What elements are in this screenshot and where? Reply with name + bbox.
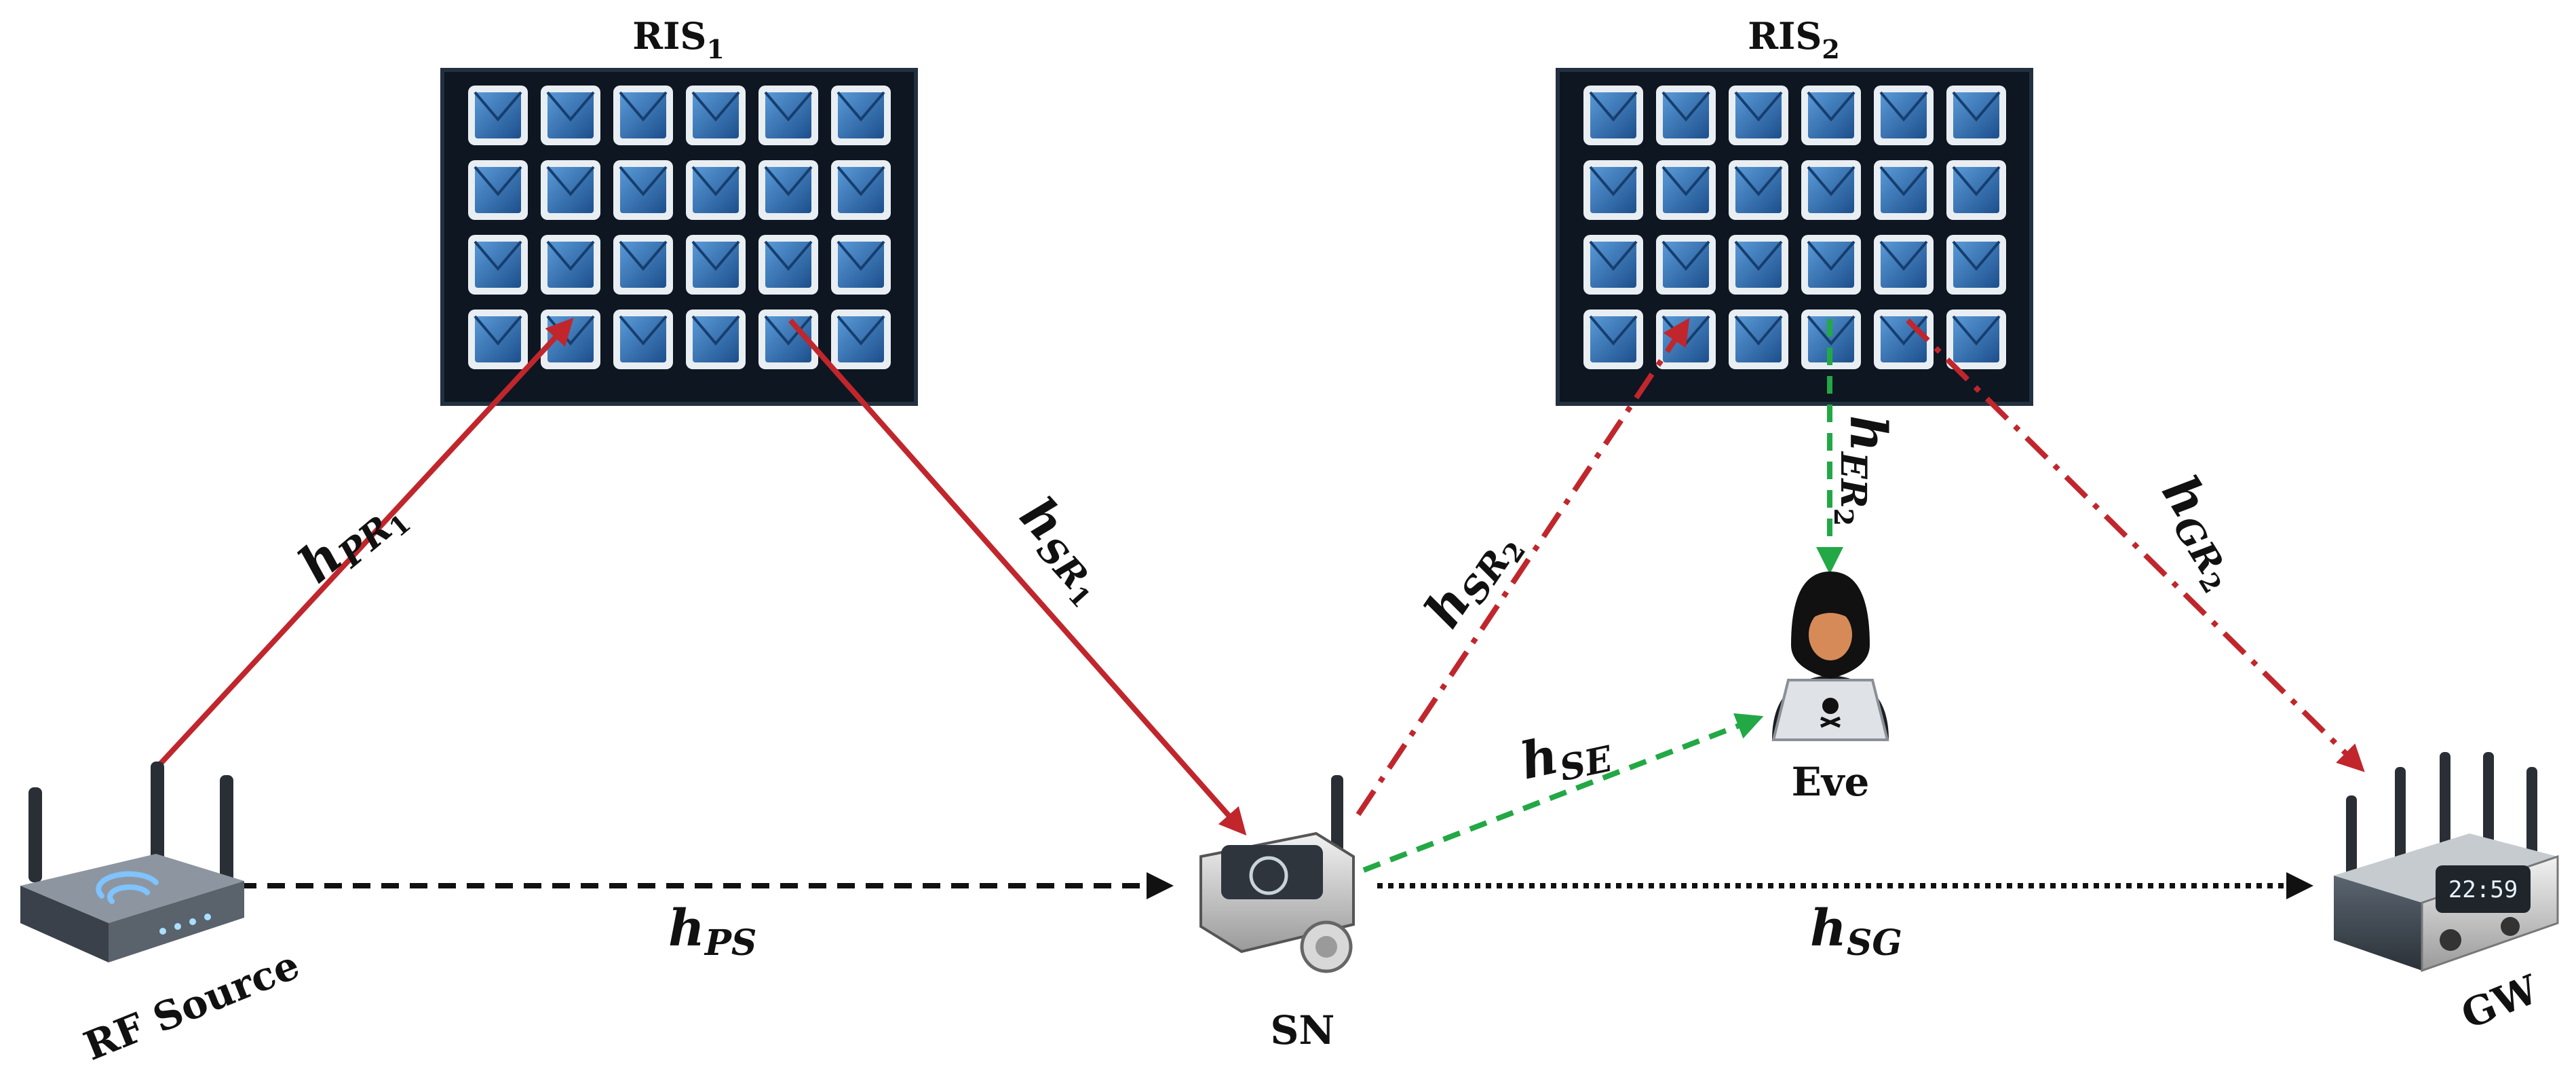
link-h-sr2 [1356,318,1690,817]
ris1-element [831,235,891,295]
ris2-element [1946,309,2006,369]
ris2-element [1801,160,1861,220]
ris2-element [1656,86,1716,145]
ris1-element [613,160,673,220]
ris1-element [686,309,746,369]
ris1-element [468,160,528,220]
gateway-display-time: 22:59 [2448,876,2518,903]
link-h-gr2 [1906,318,2365,772]
link-h-se [1362,713,1764,873]
ris1-element [758,86,818,145]
ris1-element [541,235,600,295]
label-h-gr2: hGR2 [2142,466,2261,599]
ris2-element [1946,160,2006,220]
ris1-element [468,86,528,145]
ris2-element [1874,235,1934,295]
link-h-pr1 [155,318,574,769]
ris2-element [1801,309,1861,369]
eve-label: Eve [1792,759,1870,805]
ris1-element [468,235,528,295]
label-h-ps: hPS [668,899,756,964]
ris2-element [1874,160,1934,220]
ris2-element [1729,309,1788,369]
ris1-title: RIS1 [632,14,725,64]
ris2-element [1583,86,1643,145]
ris2-title: RIS2 [1748,14,1840,64]
label-h-sg: hSG [1810,899,1902,964]
ris2-element [1801,235,1861,295]
ris1-element [758,235,818,295]
ris2-element [1583,309,1643,369]
ris1-element [686,86,746,145]
sensor-node-icon [1199,775,1355,973]
gw-label: GW [2455,966,2545,1038]
gateway-icon: 22:59 [2334,752,2559,973]
label-h-se: hSE [1516,715,1617,797]
ris1-element [541,86,600,145]
ris1-element [758,160,818,220]
eve-hacker-icon [1771,571,1889,741]
ris1-element [613,309,673,369]
ris2-element [1729,86,1788,145]
ris1-element [831,309,891,369]
ris1-element [468,309,528,369]
ris2-element [1874,86,1934,145]
link-h-sr1 [788,318,1247,836]
ris2-element [1729,235,1788,295]
ris2-element [1946,86,2006,145]
ris1-element [686,235,746,295]
ris1-element-grid [468,86,891,369]
ris1-element [613,86,673,145]
ris2-element [1801,86,1861,145]
ris1-panel [440,68,918,406]
label-h-pr1: hPR1 [288,479,416,602]
ris1-element [541,309,600,369]
ris2-element [1946,235,2006,295]
ris2-element [1583,235,1643,295]
ris2-element-grid [1583,86,2006,369]
ris2-element [1874,309,1934,369]
ris1-element [831,160,891,220]
ris1-element [541,160,600,220]
label-h-sr1: hSR1 [1001,486,1125,613]
ris2-element [1583,160,1643,220]
ris1-element [613,235,673,295]
ris2-element [1656,235,1716,295]
label-h-er2: hER2 [1828,415,1897,526]
sn-label: SN [1271,1007,1335,1053]
ris1-element [831,86,891,145]
ris2-element [1656,309,1716,369]
ris2-element [1656,160,1716,220]
ris1-element [686,160,746,220]
ris2-element [1729,160,1788,220]
ris2-panel [1556,68,2033,406]
rf-source-router-icon [20,762,244,962]
